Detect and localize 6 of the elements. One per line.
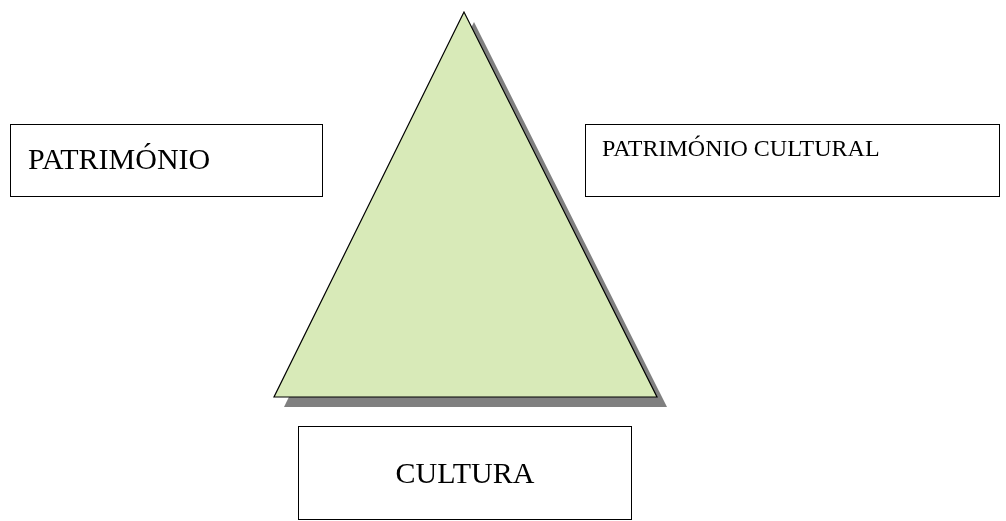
text-box [298, 426, 632, 520]
text-box [585, 124, 1000, 197]
box-label: CULTURA [395, 456, 535, 490]
box-label: PATRIMÓNIO CULTURAL [602, 135, 880, 162]
box-label: PATRIMÓNIO [28, 141, 211, 176]
text-box [10, 124, 323, 197]
